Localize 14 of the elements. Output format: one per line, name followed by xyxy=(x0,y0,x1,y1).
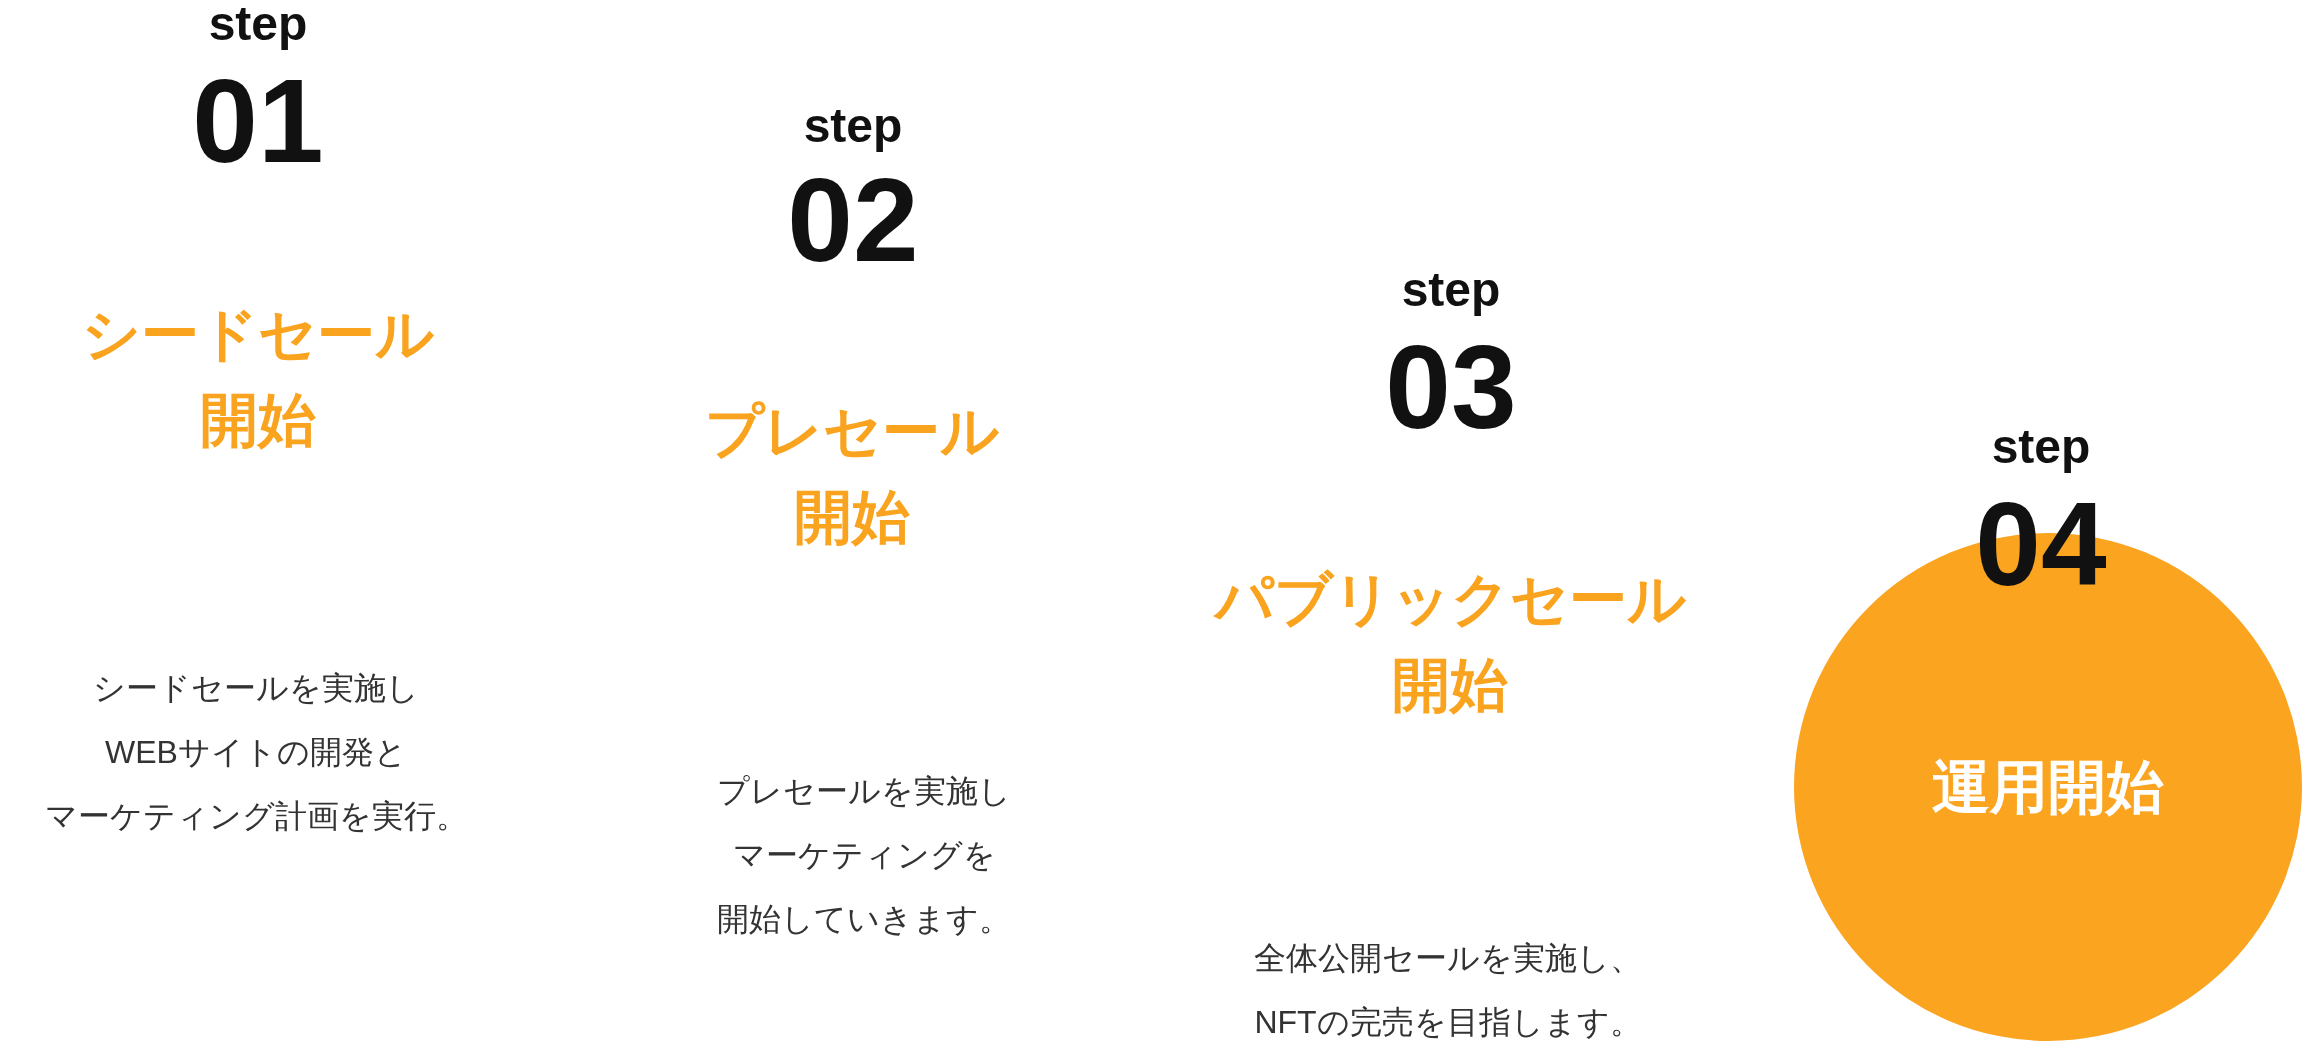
step-label: step xyxy=(208,0,308,48)
step-description: シードセールを実施しWEBサイトの開発とマーケティング計画を実行。 xyxy=(44,669,468,835)
step-description: 全体公開セールを実施し、NFTの完売を目指します。 xyxy=(1254,939,1642,1041)
step-number: 02 xyxy=(787,161,919,279)
step-description: プレセールを実施しマーケティングを開始していきます。 xyxy=(717,772,1011,938)
step-title: 運用開始 xyxy=(1932,755,2164,819)
step-label: step xyxy=(1401,266,1501,314)
step-label: step xyxy=(1991,423,2091,471)
step-title: パブリックセール開始 xyxy=(1214,567,1686,717)
step-label: step xyxy=(803,102,903,150)
step-number: 03 xyxy=(1385,328,1517,446)
step-title: プレセール開始 xyxy=(705,399,999,549)
step-number: 01 xyxy=(192,62,324,180)
step-title: シードセール開始 xyxy=(82,302,434,452)
